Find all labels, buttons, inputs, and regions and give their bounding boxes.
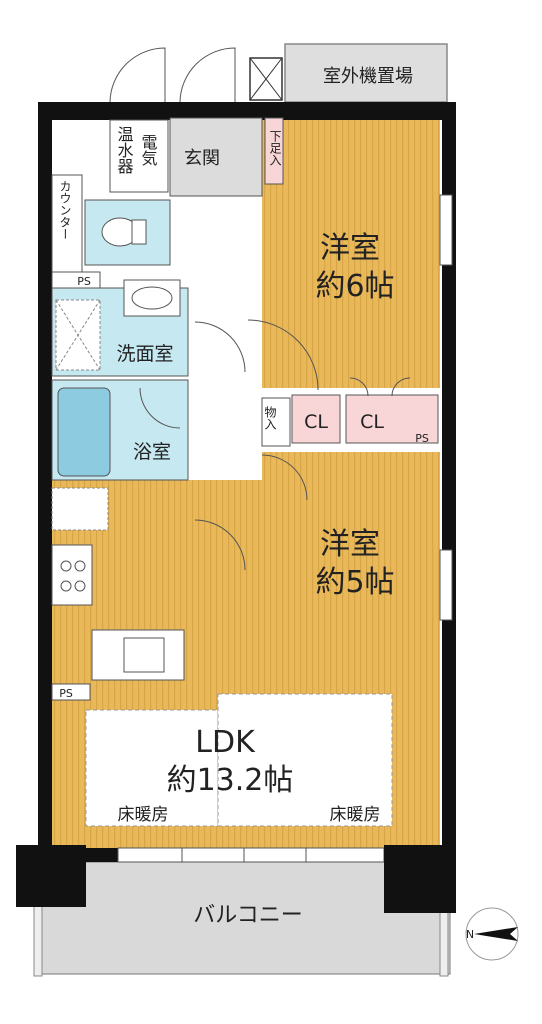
western-room-2-size: 約5帖 [315,565,394,600]
washroom-label: 洗面室 [116,343,173,365]
closet-2-area [345,394,439,444]
floor-heating-zone-right [217,693,393,827]
ldk-size: 約13.2帖 [167,763,294,798]
closet-1-area [291,394,341,444]
electric-label: 電気 [139,134,158,167]
ldk-name: LDK [195,725,256,760]
floor-heating-zone-left [85,709,219,827]
compass-north-label: N [466,928,474,941]
water-heater-label: 温水器 [115,126,134,174]
shoe-closet-label: 下足入 [268,130,282,166]
entrance-label: 玄関 [184,148,220,169]
balcony-area [39,861,451,975]
western-room-1-name: 洋室 [320,231,380,266]
kitchen-stove [51,544,93,606]
outdoor-unit-area [284,43,448,103]
ps-wash-label: PS [77,275,91,288]
hallway [190,195,260,480]
western-room-1-size: 約6帖 [315,269,394,304]
balcony-label: バルコニー [193,903,303,928]
counter-label: カウンター [58,180,72,240]
western-room-2-name: 洋室 [320,527,380,562]
closet-1-label: CL [304,411,328,433]
entrance-area [169,117,263,197]
bathroom-label: 浴室 [133,441,171,463]
outdoor-unit-label: 室外機置場 [323,66,413,87]
storage-label: 物入 [263,406,277,430]
western-room-1 [262,120,440,388]
floor-heating-right-label: 床暖房 [330,805,381,825]
compass-icon: N [465,907,519,961]
ps-kitchen-label: PS [59,687,73,700]
closet-2-label: CL [360,411,384,433]
floor-heating-left-label: 床暖房 [118,805,169,825]
ps-closet-label: PS [415,432,429,445]
